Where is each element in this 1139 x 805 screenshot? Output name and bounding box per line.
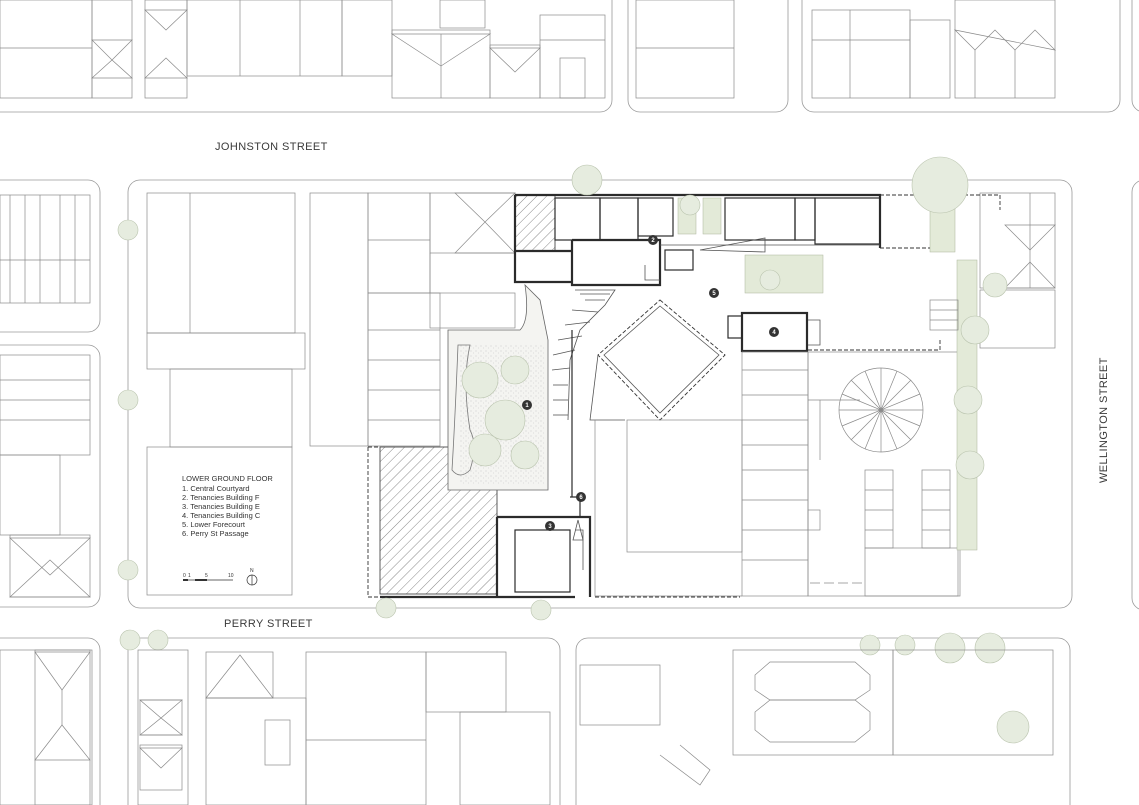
svg-text:5: 5 <box>712 291 716 297</box>
marker-6: 6 <box>576 492 586 502</box>
building-c <box>727 311 941 353</box>
hatched-area-north <box>514 194 556 252</box>
street-trees <box>117 156 1030 744</box>
legend-item: 5. Lower Forecourt <box>182 520 246 529</box>
buildings-south <box>0 649 1054 805</box>
building-e <box>380 330 592 599</box>
north-arrow-icon: N <box>246 568 258 586</box>
scale-tick-label: 1 <box>188 573 191 579</box>
legend-item: 1. Central Courtyard <box>182 484 250 493</box>
marker-4: 4 <box>769 327 779 337</box>
buildings-main-block <box>146 192 516 596</box>
scale-tick-label: 5 <box>205 573 208 579</box>
buildings-east <box>594 351 961 597</box>
legend-item: 6. Perry St Passage <box>182 529 249 538</box>
street-label-wellington: WELLINGTON STREET <box>1098 357 1110 483</box>
legend-title: LOWER GROUND FLOOR <box>182 474 273 483</box>
legend: LOWER GROUND FLOOR 1. Central Courtyard … <box>182 474 273 538</box>
scale-tick-label: 10 <box>228 573 234 579</box>
north-label: N <box>250 568 254 574</box>
legend-item: 4. Tenancies Building C <box>182 511 261 520</box>
marker-2: 2 <box>648 235 658 245</box>
wellington-frontage <box>929 179 1056 551</box>
plan-markers: 1 2 3 4 5 6 <box>522 235 779 531</box>
legend-item: 3. Tenancies Building E <box>182 502 260 511</box>
marker-1: 1 <box>522 400 532 410</box>
street-label-perry: PERRY STREET <box>224 618 313 630</box>
svg-text:3: 3 <box>548 524 552 530</box>
legend-item: 2. Tenancies Building F <box>182 493 260 502</box>
buildings-north <box>0 0 1057 99</box>
scale-bar: 0 1 5 10 <box>183 573 234 581</box>
circular-pavilion <box>838 367 924 453</box>
pavilion <box>589 299 726 421</box>
svg-text:4: 4 <box>772 330 776 336</box>
building-f <box>513 193 882 294</box>
svg-text:2: 2 <box>651 238 655 244</box>
street-label-johnston: JOHNSTON STREET <box>215 141 328 153</box>
svg-text:6: 6 <box>579 495 583 501</box>
marker-3: 3 <box>545 521 555 531</box>
central-courtyard <box>447 283 549 491</box>
buildings-west <box>0 194 91 598</box>
svg-text:1: 1 <box>525 403 529 409</box>
scale-tick-label: 0 <box>183 573 186 579</box>
marker-5: 5 <box>709 288 719 298</box>
stepped-seating <box>551 289 616 421</box>
